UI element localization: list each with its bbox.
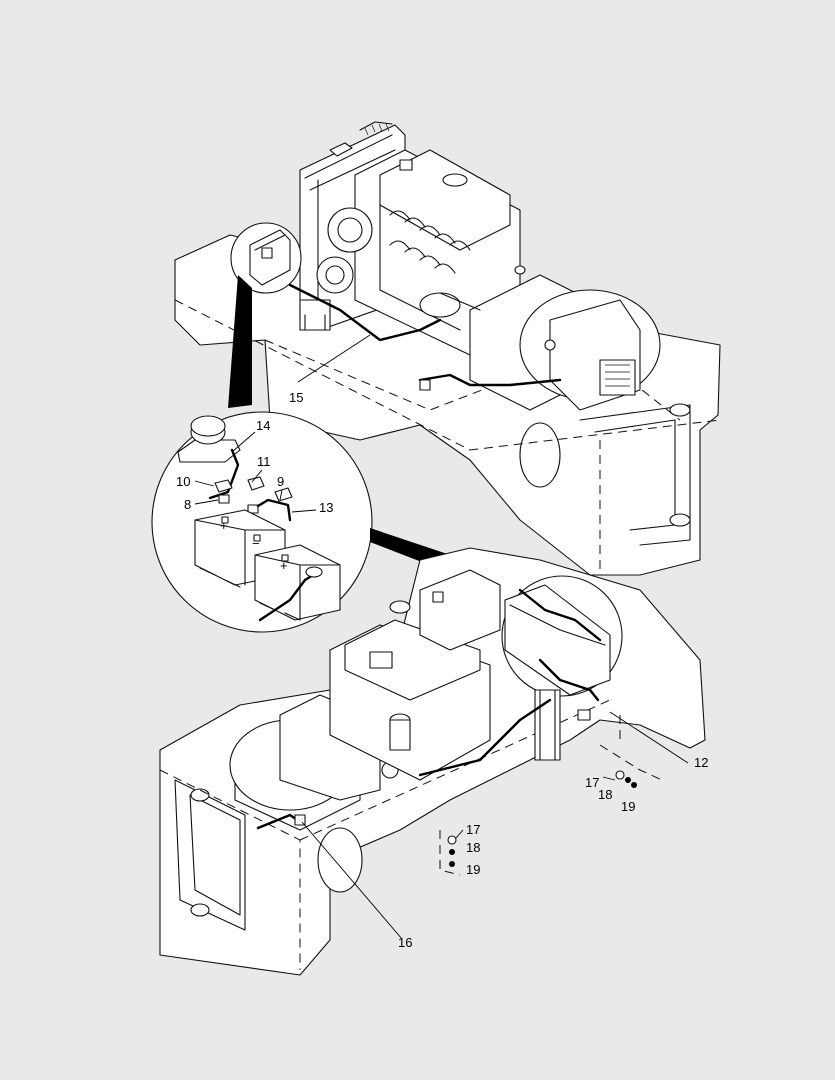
callout-11: 11 <box>257 454 271 469</box>
callout-labels: 15 14 11 9 10 8 13 12 17 18 19 17 18 19 … <box>176 390 708 950</box>
callout-18-right: 18 <box>598 787 612 802</box>
polarity-plus-left: + <box>220 518 228 533</box>
callout-16: 16 <box>398 935 412 950</box>
battery-detail-circle: + − + <box>151 411 373 633</box>
callout-17-left: 17 <box>466 822 480 837</box>
callout-17-right: 17 <box>585 775 599 790</box>
hardware-bolt-set-a <box>615 770 637 788</box>
hardware-bolt-set-b <box>447 835 457 867</box>
callout-8: 8 <box>184 497 191 512</box>
callout-19-left: 19 <box>466 862 480 877</box>
lower-engine <box>329 569 501 781</box>
callout-14: 14 <box>256 418 270 433</box>
upper-detail-circle <box>230 222 302 294</box>
lower-transmission <box>229 694 399 831</box>
polarity-plus-right: + <box>280 558 288 573</box>
magnifier-wedge-upper <box>228 275 252 408</box>
callout-13: 13 <box>319 500 333 515</box>
lower-battery-stand <box>256 575 623 830</box>
leader-lines <box>194 334 689 940</box>
callout-10: 10 <box>176 474 190 489</box>
upper-transmission <box>419 265 661 411</box>
callout-12: 12 <box>694 755 708 770</box>
upper-engine <box>354 149 521 356</box>
callout-15: 15 <box>289 390 303 405</box>
polarity-minus-left: − <box>252 536 260 551</box>
callout-18-left: 18 <box>466 840 480 855</box>
upper-alternator <box>299 207 373 331</box>
callout-9: 9 <box>277 474 284 489</box>
upper-harness <box>288 283 562 391</box>
callout-19-right: 19 <box>621 799 635 814</box>
